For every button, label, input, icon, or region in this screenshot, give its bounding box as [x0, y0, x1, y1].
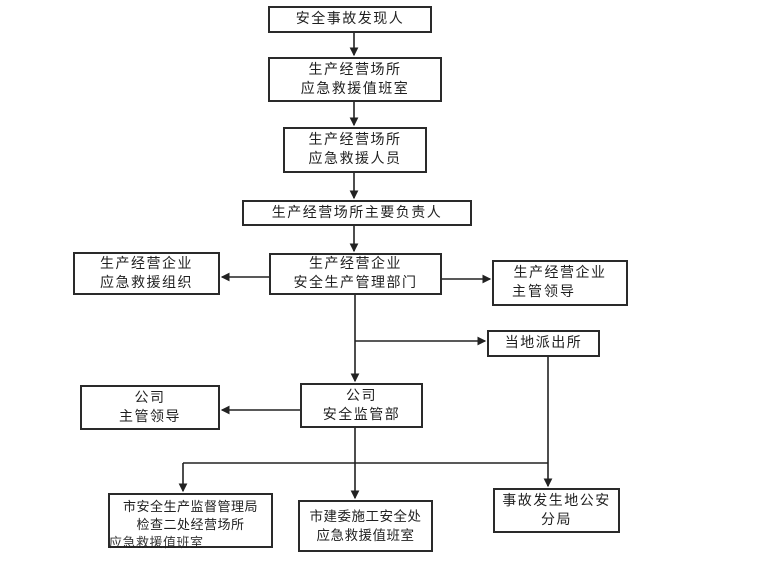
node-label: 分局 [541, 512, 572, 528]
node-construction-committee-safety-division: 市建委施工安全处 应急救援值班室 [298, 500, 433, 552]
node-company-leader: 公司 主管领导 [80, 385, 220, 430]
node-enterprise-safety-mgmt-dept: 生产经营企业 安全生产管理部门 [269, 253, 442, 295]
node-label: 生产经营企业 [513, 266, 607, 281]
node-label: 主管领导 [119, 409, 181, 425]
node-label: 公司 [346, 388, 377, 404]
node-label: 安全事故发现人 [295, 12, 405, 27]
node-label: 应急救援人员 [308, 152, 402, 167]
node-label: 公司 [134, 390, 166, 406]
node-label: 市建委施工安全处 [309, 509, 422, 524]
node-site-emergency-rescuers: 生产经营场所 应急救援人员 [283, 127, 427, 173]
node-local-police-station: 当地派出所 [487, 330, 600, 357]
node-company-safety-dept: 公司 安全监管部 [300, 383, 423, 428]
node-label: 安全生产管理部门 [293, 276, 418, 291]
node-label: 应急救援值班室 [316, 528, 415, 543]
node-enterprise-rescue-org: 生产经营企业 应急救援组织 [73, 252, 220, 295]
node-label: 应急救援组织 [100, 275, 193, 291]
node-accident-location-police-bureau: 事故发生地公安 分局 [493, 488, 620, 533]
node-label: 检查二处经营场所 [136, 517, 245, 532]
node-city-safety-supervision-bureau: 市安全生产监督管理局 检查二处经营场所 应急救援值班室 [108, 493, 273, 550]
node-label: 主管领导 [512, 285, 576, 300]
node-label: 事故发生地公安 [502, 493, 611, 509]
node-label: 当地派出所 [504, 336, 583, 351]
node-label: 应急救援值班室 [300, 81, 410, 97]
node-label: 应急救援值班室 [109, 535, 204, 550]
node-label: 安全监管部 [322, 407, 401, 423]
node-label: 生产经营场所主要负责人 [271, 205, 443, 221]
node-label: 生产经营场所 [308, 133, 402, 148]
node-label: 生产经营企业 [309, 257, 402, 272]
node-enterprise-leader: 生产经营企业 主管领导 [492, 260, 628, 306]
node-site-principal: 生产经营场所主要负责人 [242, 200, 472, 226]
node-site-emergency-duty-room: 生产经营场所 应急救援值班室 [268, 57, 442, 102]
node-accident-discoverer: 安全事故发现人 [268, 6, 432, 33]
node-label: 市安全生产监督管理局 [122, 499, 258, 514]
node-label: 生产经营企业 [100, 256, 193, 272]
node-label: 生产经营场所 [308, 62, 402, 78]
